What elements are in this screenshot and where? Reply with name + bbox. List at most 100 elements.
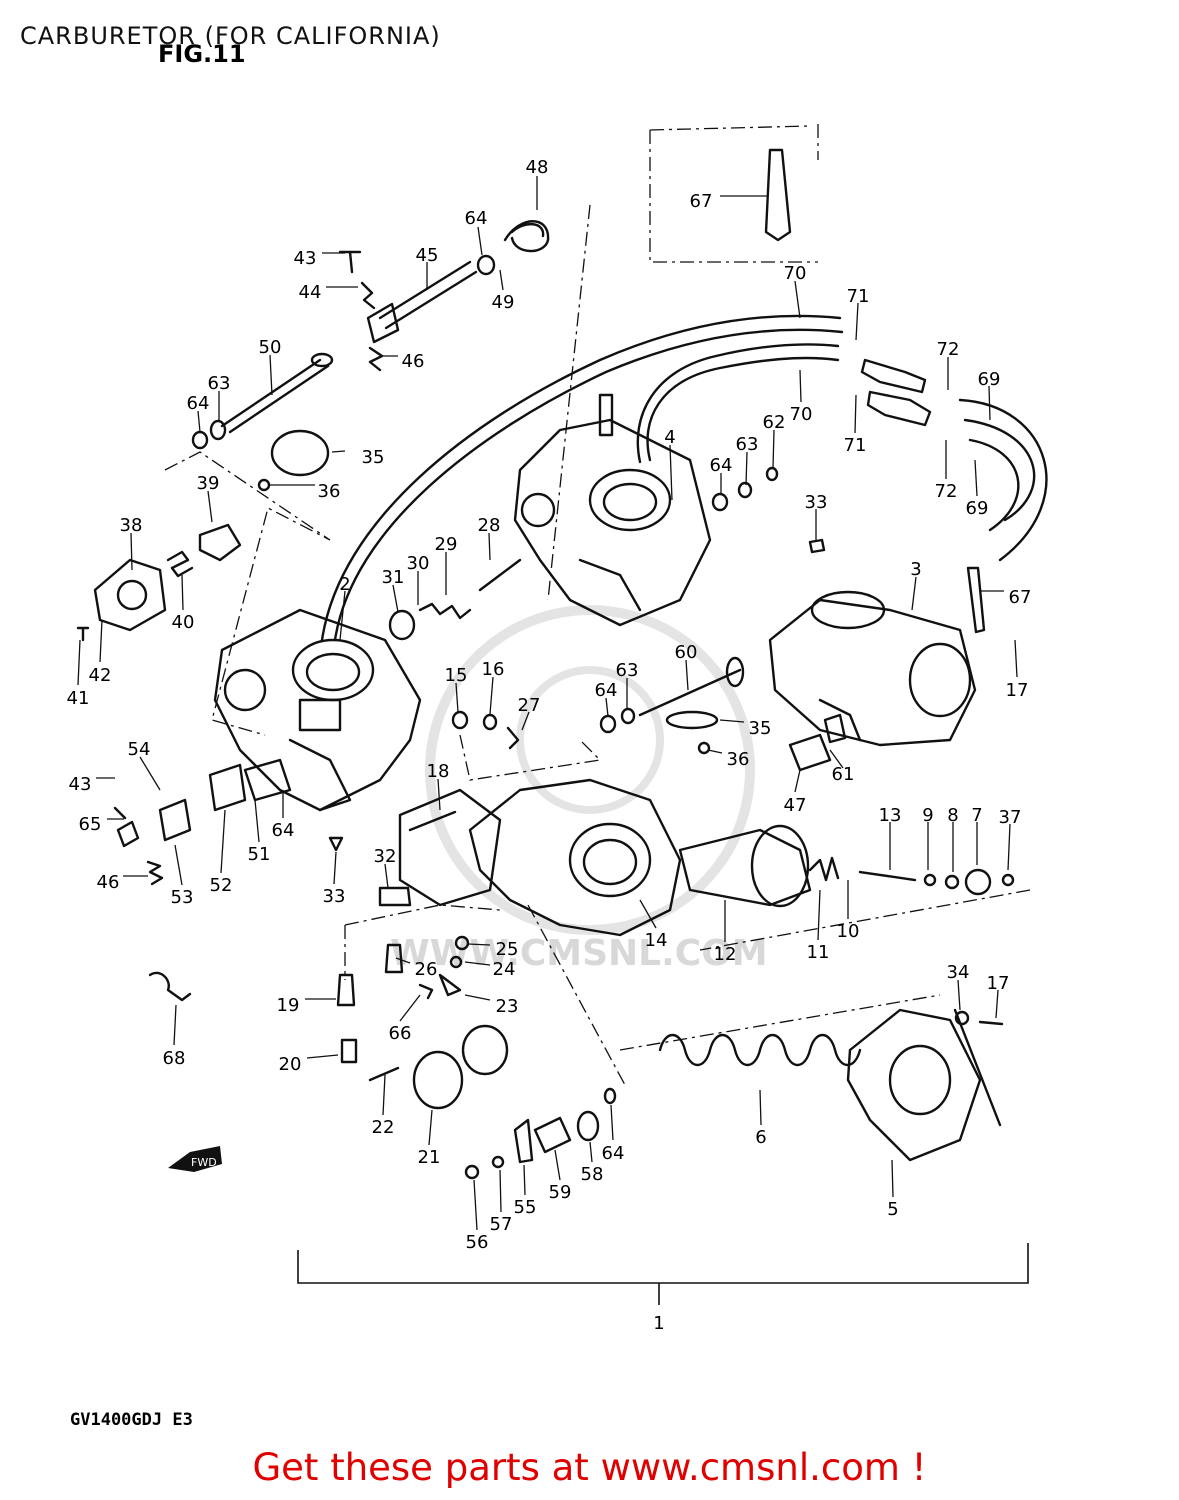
part-callout-61: 61 [832, 764, 855, 785]
part-callout-14: 14 [645, 930, 668, 951]
part-callout-27: 27 [518, 695, 541, 716]
group-outlines [164, 124, 1031, 1086]
part-callout-72: 72 [935, 481, 958, 502]
part-callout-58: 58 [581, 1164, 604, 1185]
part-callout-40: 40 [172, 612, 195, 633]
part-callout-36: 36 [318, 481, 341, 502]
part-callout-18: 18 [427, 761, 450, 782]
part-callout-51: 51 [248, 844, 271, 865]
part-callout-64: 64 [710, 455, 733, 476]
part-callout-46: 46 [97, 872, 120, 893]
part-callout-67: 67 [690, 191, 713, 212]
part-callout-35: 35 [362, 447, 385, 468]
part-callout-63: 63 [736, 434, 759, 455]
part-callout-41: 41 [67, 688, 90, 709]
part-callout-60: 60 [675, 642, 698, 663]
vacuum-piston [678, 824, 1015, 908]
part-callout-70: 70 [784, 263, 807, 284]
part-callout-34: 34 [947, 962, 970, 983]
part-callout-69: 69 [978, 369, 1001, 390]
part-callout-2: 2 [339, 574, 350, 595]
part-callout-7: 7 [971, 805, 982, 826]
part-callout-8: 8 [947, 805, 958, 826]
part-callout-20: 20 [279, 1054, 302, 1075]
accelerator-pump-left [93, 523, 292, 886]
part-callout-29: 29 [435, 534, 458, 555]
assembly-bracket [297, 1243, 1029, 1305]
part-callout-66: 66 [389, 1023, 412, 1044]
watermark-text: WWW.CMSNL.COM [390, 933, 768, 974]
carburetor-right [768, 566, 986, 747]
part-callout-64: 64 [602, 1143, 625, 1164]
part-callout-68: 68 [163, 1048, 186, 1069]
part-callout-48: 48 [526, 157, 549, 178]
top-cover-and-spring [658, 1008, 1004, 1162]
part-callout-55: 55 [514, 1197, 537, 1218]
part-callout-71: 71 [844, 435, 867, 456]
part-callout-22: 22 [372, 1117, 395, 1138]
part-callout-64: 64 [272, 820, 295, 841]
part-callout-24: 24 [493, 959, 516, 980]
page-title: CARBURETOR (FOR CALIFORNIA) [20, 22, 441, 50]
part-callout-17: 17 [1006, 680, 1029, 701]
carburetor-lower-center [398, 778, 682, 937]
part-callout-65: 65 [79, 814, 102, 835]
part-callout-38: 38 [120, 515, 143, 536]
part-callout-31: 31 [382, 567, 405, 588]
part-callout-21: 21 [418, 1147, 441, 1168]
part-callout-59: 59 [549, 1182, 572, 1203]
part-callout-9: 9 [922, 805, 933, 826]
part-callout-43: 43 [69, 774, 92, 795]
small-hardware [76, 148, 932, 907]
front-direction-arrow: FWD [168, 1146, 222, 1172]
part-callout-44: 44 [299, 282, 322, 303]
part-callout-19: 19 [277, 995, 300, 1016]
part-callout-36: 36 [727, 749, 750, 770]
part-callout-53: 53 [171, 887, 194, 908]
part-callout-33: 33 [323, 886, 346, 907]
part-callout-56: 56 [466, 1232, 489, 1253]
part-callout-45: 45 [416, 245, 439, 266]
part-callout-71: 71 [847, 286, 870, 307]
part-callout-63: 63 [208, 373, 231, 394]
part-callout-13: 13 [879, 805, 902, 826]
choke-linkage-parts [191, 220, 550, 450]
part-callout-16: 16 [482, 659, 505, 680]
part-callout-15: 15 [445, 665, 468, 686]
float-and-jets [148, 935, 617, 1180]
part-callout-57: 57 [490, 1214, 513, 1235]
part-callout-64: 64 [187, 393, 210, 414]
carburetor-top-center [513, 393, 712, 627]
part-callout-64: 64 [595, 680, 618, 701]
part-callout-37: 37 [999, 807, 1022, 828]
part-callout-33: 33 [805, 492, 828, 513]
watermark: WWW.CMSNL.COM [390, 605, 768, 974]
part-callout-32: 32 [374, 846, 397, 867]
part-callout-47: 47 [784, 795, 807, 816]
get-parts-link[interactable]: Get these parts at www.cmsnl.com ! [252, 1446, 927, 1489]
part-callout-25: 25 [496, 939, 519, 960]
part-callout-23: 23 [496, 996, 519, 1017]
carburetor-left [213, 608, 422, 812]
part-callout-30: 30 [407, 553, 430, 574]
part-callout-4: 4 [664, 427, 675, 448]
part-callout-17: 17 [987, 973, 1010, 994]
leader-lines [77, 176, 1018, 1231]
part-callout-3: 3 [910, 559, 921, 580]
part-callout-72: 72 [937, 339, 960, 360]
part-callout-39: 39 [197, 473, 220, 494]
part-callout-64: 64 [465, 208, 488, 229]
part-callout-6: 6 [755, 1127, 766, 1148]
part-callout-11: 11 [807, 942, 830, 963]
part-callout-1: 1 [653, 1313, 664, 1334]
figure-number: FIG.11 [158, 40, 246, 68]
part-callout-52: 52 [210, 875, 233, 896]
part-callout-46: 46 [402, 351, 425, 372]
part-callout-42: 42 [89, 665, 112, 686]
part-callout-62: 62 [763, 412, 786, 433]
part-callout-63: 63 [616, 660, 639, 681]
part-callout-50: 50 [259, 337, 282, 358]
part-callout-43: 43 [294, 248, 317, 269]
